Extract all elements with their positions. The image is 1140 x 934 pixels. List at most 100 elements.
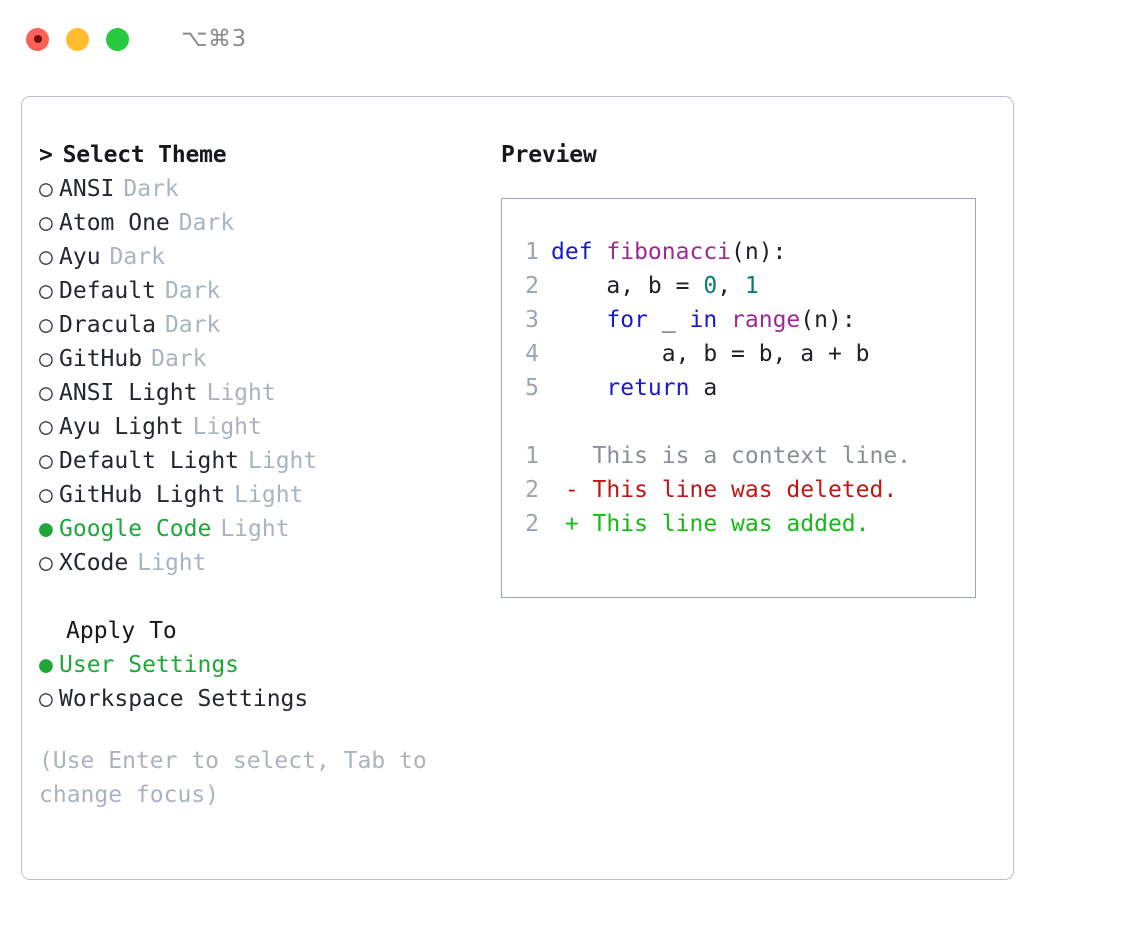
theme-option-github-light[interactable]: ○GitHub Light Light [39, 478, 489, 512]
keyboard-shortcut-label: ⌥⌘3 [181, 26, 247, 52]
radio-unselected-icon: ○ [39, 346, 53, 372]
theme-option-default-light[interactable]: ○Default Light Light [39, 444, 489, 478]
line-number: 1 [525, 239, 539, 265]
theme-variant-badge: Light [248, 448, 318, 474]
code-line: 5 return a [513, 371, 911, 405]
diff-line-text: - This line was deleted. [551, 477, 898, 503]
keyboard-hint: (Use Enter to select, Tab to change focu… [39, 748, 427, 808]
code-token [551, 375, 606, 401]
theme-variant-badge: Dark [123, 176, 179, 202]
theme-variant-badge: Dark [109, 244, 165, 270]
code-token [551, 307, 606, 333]
preview-title: Preview [501, 142, 597, 168]
close-button[interactable] [26, 27, 49, 51]
radio-unselected-icon: ○ [39, 380, 53, 406]
theme-option-label: ANSI Light [59, 380, 198, 406]
theme-variant-badge: Light [137, 550, 207, 576]
radio-unselected-icon: ○ [39, 244, 53, 270]
apply-to-option-label: User Settings [59, 652, 240, 678]
diff-line-text: + This line was added. [551, 511, 870, 537]
code-token: (n): [731, 239, 787, 265]
theme-option-label: Dracula [59, 312, 156, 338]
zoom-button[interactable] [106, 27, 129, 51]
apply-to-option-workspace-settings[interactable]: ○Workspace Settings [39, 682, 489, 716]
apply-to-option-user-settings[interactable]: ●User Settings [39, 648, 489, 682]
radio-unselected-icon: ○ [39, 448, 53, 474]
code-token: in [689, 307, 718, 333]
theme-option-xcode[interactable]: ○XCode Light [39, 546, 489, 580]
title-bar: ⌥⌘3 [0, 0, 1140, 78]
theme-option-label: Google Code [59, 516, 212, 542]
theme-picker-header: > Select Theme [39, 138, 489, 172]
apply-to-list: ●User Settings○Workspace Settings [39, 648, 489, 716]
diff-line-ctx: 1 This is a context line. [513, 439, 911, 473]
radio-unselected-icon: ○ [39, 312, 53, 338]
radio-unselected-icon: ○ [39, 414, 53, 440]
diff-line-del: 2 - This line was deleted. [513, 473, 911, 507]
code-line: 4 a, b = b, a + b [513, 337, 911, 371]
theme-variant-badge: Light [220, 516, 290, 542]
apply-to-option-label: Workspace Settings [59, 686, 309, 712]
theme-variant-badge: Dark [151, 346, 207, 372]
theme-option-label: XCode [59, 550, 129, 576]
code-line: 1 def fibonacci(n): [513, 235, 911, 269]
window-controls [26, 27, 129, 51]
theme-option-github[interactable]: ○GitHub Dark [39, 342, 489, 376]
code-token [717, 307, 731, 333]
theme-option-ansi-light[interactable]: ○ANSI Light Light [39, 376, 489, 410]
code-token: fibonacci [606, 239, 732, 265]
theme-option-label: Default Light [59, 448, 240, 474]
theme-option-label: GitHub [59, 346, 143, 372]
prompt-caret-icon: > [39, 142, 53, 168]
theme-option-label: Ayu [59, 244, 101, 270]
theme-option-dracula[interactable]: ○Dracula Dark [39, 308, 489, 342]
code-token: _ [647, 307, 690, 333]
line-number: 3 [525, 307, 539, 333]
theme-variant-badge: Dark [164, 312, 221, 338]
radio-unselected-icon: ○ [39, 550, 53, 576]
code-token: a, b = [551, 273, 704, 299]
code-token: 1 [744, 273, 759, 299]
code-line: 2 a, b = 0, 1 [513, 269, 911, 303]
code-line: 3 for _ in range(n): [513, 303, 911, 337]
theme-option-label: ANSI [59, 176, 115, 202]
minimize-button[interactable] [66, 27, 89, 51]
theme-variant-badge: Light [234, 482, 304, 508]
line-number: 2 [525, 477, 539, 503]
theme-variant-badge: Light [206, 380, 276, 406]
code-token: a, b = b, a + b [551, 341, 870, 367]
code-token: 0 [703, 273, 718, 299]
code-token: for [606, 307, 648, 333]
code-diff-separator [513, 405, 911, 439]
code-token: def [551, 239, 607, 265]
line-number: 5 [525, 375, 539, 401]
diff-line-text: This is a context line. [551, 443, 912, 469]
radio-unselected-icon: ○ [39, 210, 53, 236]
line-number: 2 [525, 511, 539, 537]
radio-unselected-icon: ○ [39, 482, 53, 508]
section-spacer [39, 580, 489, 614]
radio-selected-icon: ● [39, 652, 53, 678]
diff-line-add: 2 + This line was added. [513, 507, 911, 541]
theme-option-label: Ayu Light [59, 414, 184, 440]
theme-option-ayu[interactable]: ○Ayu Dark [39, 240, 489, 274]
radio-unselected-icon: ○ [39, 686, 53, 712]
code-token: , [717, 273, 745, 299]
code-token: (n): [800, 307, 856, 333]
theme-variant-badge: Dark [178, 210, 235, 236]
theme-option-label: GitHub Light [59, 482, 226, 508]
theme-picker-title: Select Theme [62, 142, 227, 168]
apply-to-title: Apply To [66, 618, 177, 644]
